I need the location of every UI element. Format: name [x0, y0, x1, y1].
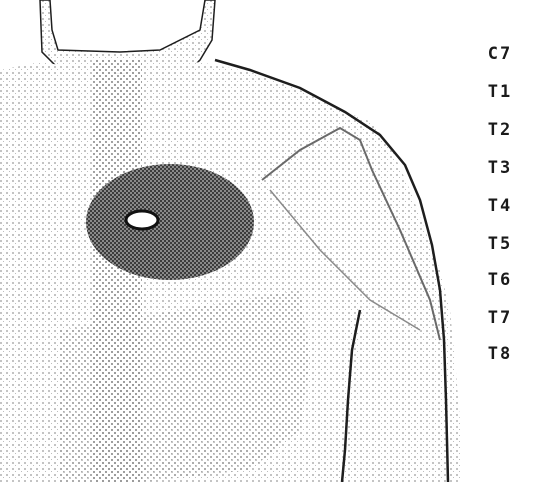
level-label-t8: T8: [470, 344, 530, 364]
level-label-t1: T1: [470, 82, 530, 102]
level-label-t3: T3: [470, 158, 530, 178]
pain-zone: [86, 164, 254, 280]
level-label-t7: T7: [470, 308, 530, 328]
level-label-t2: T2: [470, 120, 530, 140]
level-label-t4: T4: [470, 196, 530, 216]
dermatome-levels: C7 T1 T2 T3 T4 T5 T6 T7 T8: [470, 44, 534, 374]
level-label-t6: T6: [470, 270, 530, 290]
level-label-t5: T5: [470, 234, 530, 254]
level-label-c7: C7: [470, 44, 530, 64]
center-marker-icon: [126, 211, 158, 229]
